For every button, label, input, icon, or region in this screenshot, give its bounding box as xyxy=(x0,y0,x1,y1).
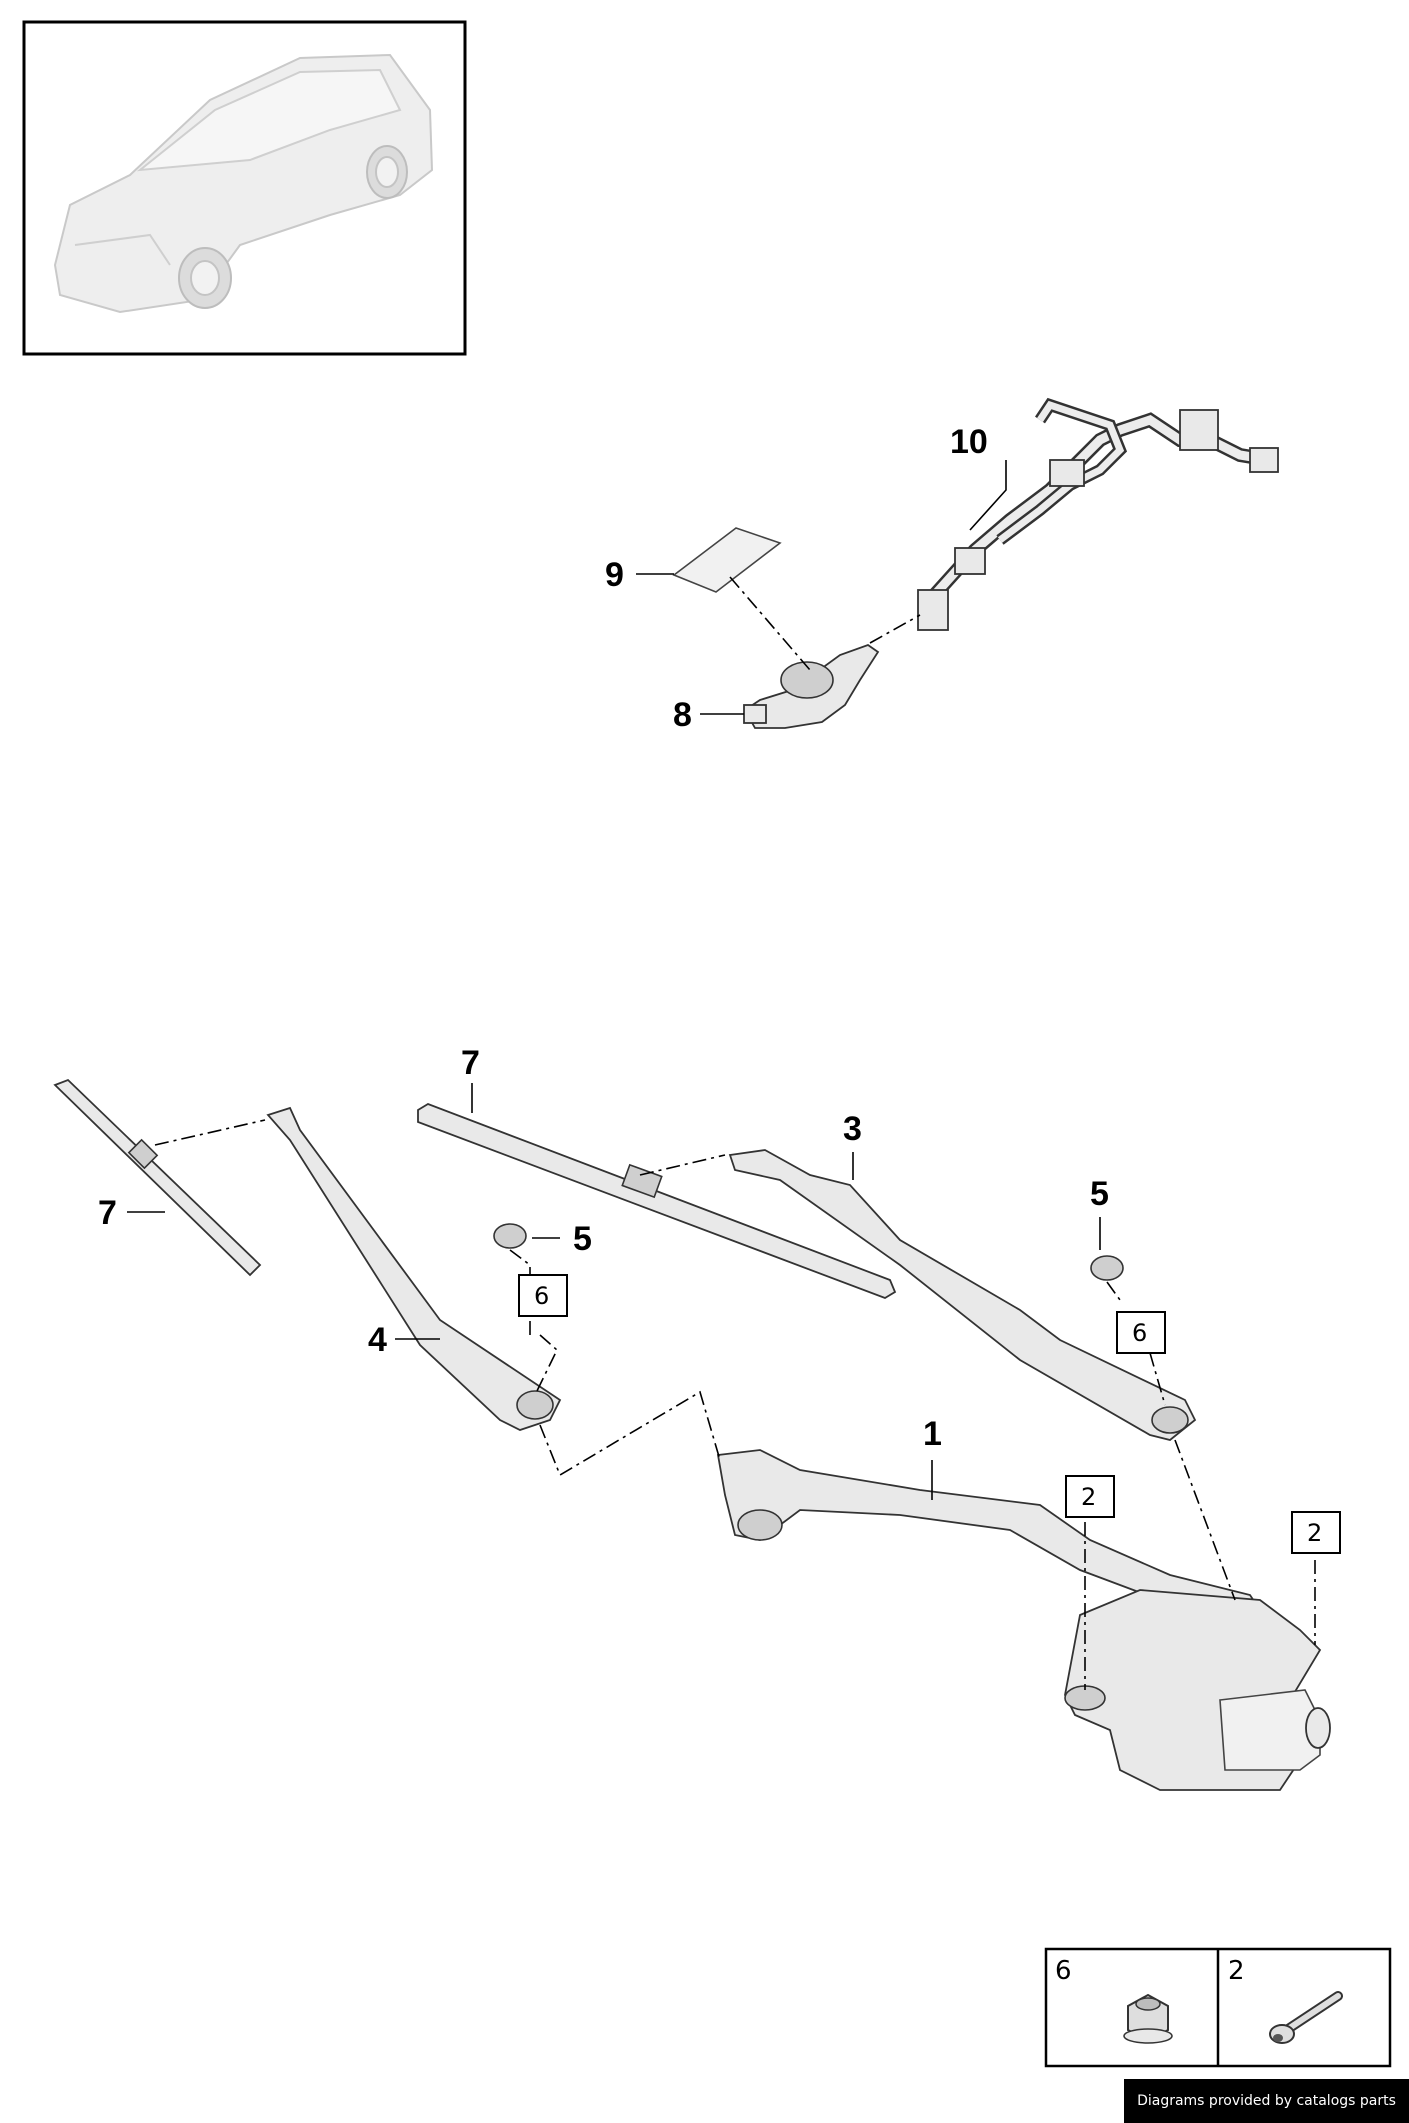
hex-nut-icon xyxy=(1123,1993,1173,2044)
hardware-legend: 6 2 xyxy=(1044,1947,1392,2068)
callout-7-left: 7 xyxy=(98,1194,117,1232)
callout-8: 8 xyxy=(673,696,692,734)
svg-text:2: 2 xyxy=(1081,1483,1096,1511)
svg-text:6: 6 xyxy=(534,1282,549,1310)
svg-text:2: 2 xyxy=(1307,1519,1322,1547)
wiper-arm-right-part xyxy=(728,1149,1197,1441)
boxed-callout-2-left: 2 xyxy=(1065,1475,1115,1518)
callout-4: 4 xyxy=(368,1321,387,1359)
leader-lines xyxy=(127,460,1101,1500)
rain-sensor-group xyxy=(672,397,1279,729)
callout-3: 3 xyxy=(843,1110,862,1148)
wiper-arm-left-part xyxy=(266,1106,562,1431)
rain-sensor-part xyxy=(743,643,880,729)
cap-right-part xyxy=(1090,1255,1124,1281)
legend-cell-right-number: 2 xyxy=(1228,1956,1245,1986)
svg-text:6: 6 xyxy=(1132,1319,1147,1347)
boxed-callout-6-right: 6 xyxy=(1116,1311,1166,1354)
cap-left-part xyxy=(493,1223,527,1249)
wiper-linkage-motor-part xyxy=(716,1449,1331,1791)
diagram-credit: Diagrams provided by catalogs parts xyxy=(1124,2079,1409,2123)
wiper-blade-main-part xyxy=(417,1103,897,1299)
wiper-assembly-group xyxy=(53,1078,1331,1791)
callout-labels: 10 9 8 7 7 3 5 5 4 1 xyxy=(98,423,1109,1453)
boxed-callouts: 6 6 2 2 xyxy=(518,1274,1341,1554)
legend-cell-left-number: 6 xyxy=(1055,1956,1072,1986)
sensor-pad-part xyxy=(672,527,782,593)
callout-1: 1 xyxy=(923,1415,942,1453)
callout-10: 10 xyxy=(950,423,988,461)
indicator-lines xyxy=(154,576,1316,1690)
callout-5-left: 5 xyxy=(573,1220,592,1258)
car-silhouette-icon xyxy=(53,53,434,314)
wiring-harness-part xyxy=(917,397,1279,631)
boxed-callout-6-left: 6 xyxy=(518,1274,568,1317)
wiper-blade-left-part xyxy=(53,1078,262,1277)
callout-5-right: 5 xyxy=(1090,1175,1109,1213)
vehicle-thumbnail xyxy=(22,20,467,356)
bolt-icon xyxy=(1269,1991,1343,2044)
callout-7-main: 7 xyxy=(461,1044,480,1082)
boxed-callout-2-right: 2 xyxy=(1291,1511,1341,1554)
callout-9: 9 xyxy=(605,556,624,594)
